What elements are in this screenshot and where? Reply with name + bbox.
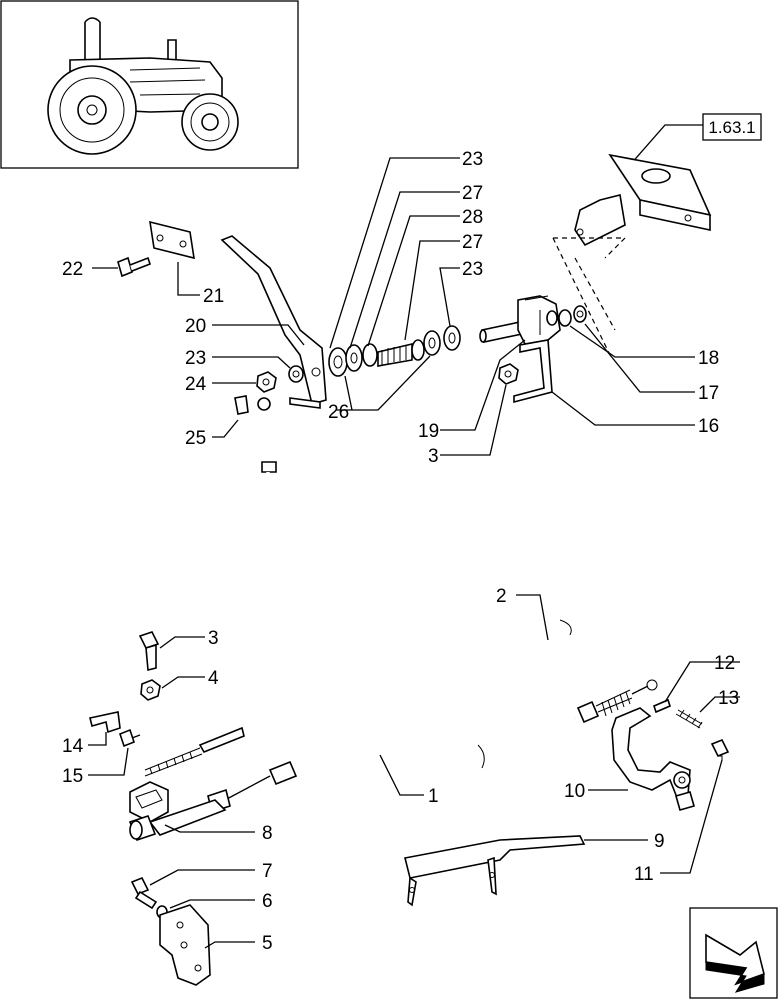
navigation-arrow-icon[interactable] bbox=[689, 907, 778, 999]
nut-4 bbox=[140, 679, 161, 701]
reference-box-label: 1.63.1 bbox=[708, 118, 755, 137]
bolt-7 bbox=[130, 876, 158, 910]
pedal-10 bbox=[611, 707, 695, 811]
label-3a: 3 bbox=[428, 446, 439, 467]
label-17: 17 bbox=[698, 383, 719, 404]
cable-1 bbox=[144, 679, 658, 814]
label-20: 20 bbox=[185, 316, 206, 337]
label-11: 11 bbox=[634, 864, 654, 885]
spring-13 bbox=[675, 709, 703, 729]
label-26: 26 bbox=[328, 402, 349, 423]
label-9: 9 bbox=[654, 831, 665, 852]
label-23c: 23 bbox=[185, 348, 206, 369]
label-6: 6 bbox=[262, 891, 273, 912]
shaft-arm-19 bbox=[479, 295, 561, 404]
washer-stack bbox=[328, 325, 461, 377]
nut-3 bbox=[498, 363, 519, 385]
label-21: 21 bbox=[203, 286, 224, 307]
bolt-11 bbox=[710, 738, 730, 758]
label-15: 15 bbox=[62, 766, 83, 787]
label-27b: 27 bbox=[462, 232, 483, 253]
label-3b: 3 bbox=[208, 628, 219, 649]
reference-box[interactable]: 1.63.1 bbox=[702, 113, 762, 141]
label-4: 4 bbox=[208, 668, 219, 689]
label-27a: 27 bbox=[462, 183, 483, 204]
label-8: 8 bbox=[262, 823, 273, 844]
tractor-thumbnail-icon bbox=[47, 17, 239, 155]
bolt-3 bbox=[138, 631, 160, 672]
bolt-22 bbox=[117, 256, 151, 278]
nut-24 bbox=[256, 371, 277, 393]
label-14: 14 bbox=[62, 736, 84, 757]
label-2: 2 bbox=[496, 586, 507, 607]
plate-5 bbox=[159, 904, 211, 986]
bracket-9 bbox=[404, 835, 586, 907]
label-5: 5 bbox=[262, 933, 273, 954]
tractor-thumbnail bbox=[0, 0, 299, 169]
lever-20 bbox=[220, 235, 327, 411]
label-28: 28 bbox=[462, 207, 483, 228]
support-bracket bbox=[574, 153, 712, 247]
label-7: 7 bbox=[262, 861, 273, 882]
label-23b: 23 bbox=[462, 259, 483, 280]
label-23a: 23 bbox=[462, 149, 483, 170]
cable-2 bbox=[259, 420, 608, 792]
label-16: 16 bbox=[698, 416, 719, 437]
plate-21 bbox=[149, 220, 195, 260]
spring-12 bbox=[653, 698, 671, 714]
label-22: 22 bbox=[62, 259, 83, 280]
callout-labels: 23 27 28 27 23 22 21 20 23 24 25 26 19 3… bbox=[62, 149, 739, 954]
label-19: 19 bbox=[418, 421, 439, 442]
label-1: 1 bbox=[428, 786, 439, 807]
label-12: 12 bbox=[714, 653, 735, 674]
label-25: 25 bbox=[185, 428, 206, 449]
washer-23 bbox=[288, 365, 304, 383]
label-18: 18 bbox=[698, 348, 719, 369]
label-13: 13 bbox=[718, 688, 739, 709]
clip-25 bbox=[234, 395, 249, 415]
screw-15 bbox=[119, 728, 135, 748]
clip-14 bbox=[89, 711, 121, 734]
label-24: 24 bbox=[185, 374, 207, 395]
label-10: 10 bbox=[564, 781, 585, 802]
